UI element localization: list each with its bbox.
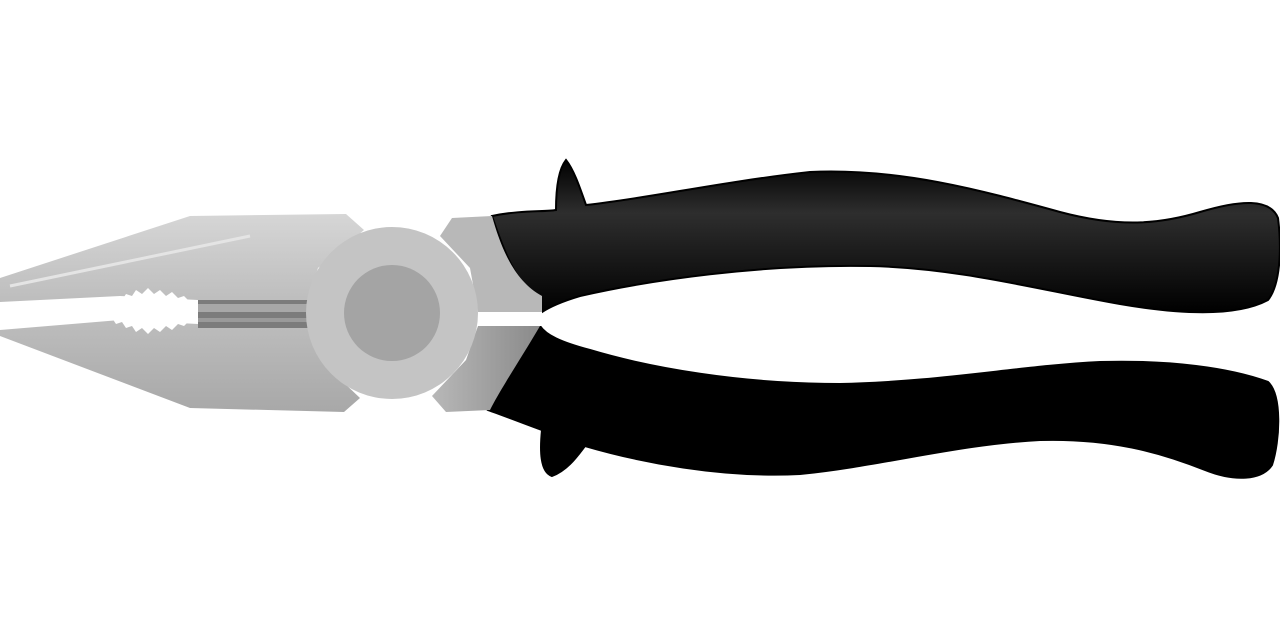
cutter-slot-highlight: [198, 304, 308, 312]
pivot-rivet: [344, 265, 440, 361]
gripping-teeth: [104, 288, 196, 334]
jaw-facet-line: [9, 234, 251, 288]
upper-handle: [490, 158, 1280, 314]
upper-throat-metal: [440, 216, 542, 312]
lower-throat-metal: [432, 326, 540, 412]
lower-handle: [486, 324, 1280, 479]
lower-jaw: [0, 320, 360, 412]
upper-jaw: [0, 214, 364, 302]
nose-gap: [0, 302, 44, 318]
cutter-slot-edge: [198, 318, 308, 322]
jaw-gap: [478, 312, 542, 326]
